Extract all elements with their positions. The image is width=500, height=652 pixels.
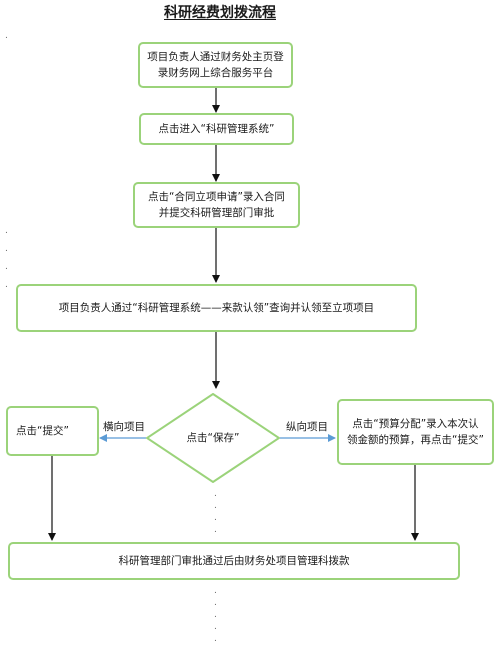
step-login-line1: 项目负责人通过财务处主页登: [147, 51, 284, 63]
step-final: 科研管理部门审批通过后由财务处项目管理科拨款: [8, 542, 460, 580]
decision-save-text: 点击“保存”: [186, 432, 240, 444]
decision-save-diamond: [146, 393, 280, 483]
page-title: 科研经费划拨流程: [164, 5, 276, 21]
step-claim-text: 项目负责人通过“科研管理系统——来款认领”查询并认领至立项项目: [58, 302, 375, 314]
step-final-text: 科研管理部门审批通过后由财务处项目管理科拨款: [118, 555, 350, 567]
edge-label-horizontal: 横向项目: [103, 421, 145, 433]
step-enter-system: 点击进入“科研管理系统”: [139, 113, 294, 145]
step-login: 项目负责人通过财务处主页登 录财务网上综合服务平台: [138, 42, 293, 88]
margin-dots: ....: [5, 226, 8, 290]
step-contract: 点击“合同立项申请”录入合同 并提交科研管理部门审批: [133, 182, 300, 228]
step-claim: 项目负责人通过“科研管理系统——来款认领”查询并认领至立项项目: [16, 284, 417, 332]
step-budget-line1: 点击“预算分配”录入本次认: [352, 418, 479, 430]
step-enter-system-text: 点击进入“科研管理系统”: [158, 123, 275, 135]
step-budget: 点击“预算分配”录入本次认 领金额的预算，再点击“提交”: [337, 399, 494, 465]
step-contract-line1: 点击“合同立项申请”录入合同: [148, 191, 285, 203]
center-dots: .....: [214, 586, 217, 644]
margin-dots: .: [5, 31, 8, 41]
step-contract-line2: 并提交科研管理部门审批: [158, 207, 275, 219]
step-submit-left: 点击“提交”: [6, 406, 99, 456]
center-dots: ....: [214, 489, 217, 535]
step-budget-line2: 领金额的预算，再点击“提交”: [347, 434, 484, 446]
edge-label-vertical: 纵向项目: [286, 421, 328, 433]
step-login-line2: 录财务网上综合服务平台: [157, 67, 274, 79]
step-submit-left-text: 点击“提交”: [16, 425, 69, 437]
